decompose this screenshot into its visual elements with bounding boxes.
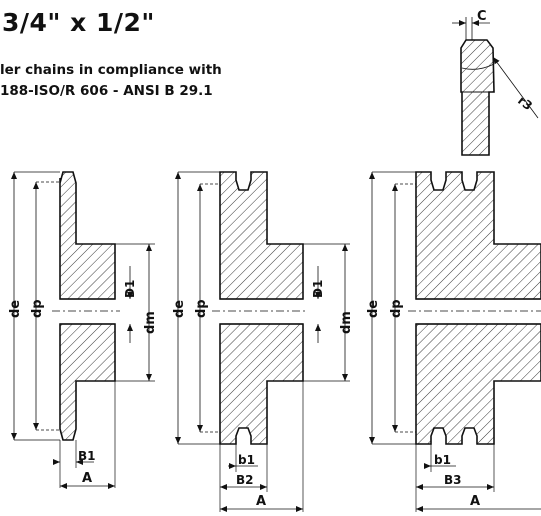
sprocket-triple-lower: [415, 323, 541, 445]
a-label-2: A: [256, 494, 266, 509]
sprocket-single-upper: [59, 171, 116, 300]
de-label-3: de: [366, 300, 381, 318]
d1-label-2: D1: [311, 280, 325, 298]
b2-label: B2: [236, 473, 254, 487]
de-label-1: de: [8, 300, 23, 318]
b1-lower-label-2: b1: [238, 453, 255, 467]
c-label: C: [477, 9, 487, 24]
b1-upper-label: B1: [78, 449, 96, 463]
d1-label-1: D1: [123, 280, 137, 298]
sprocket-single: de dp D1 dm B1 A: [8, 171, 158, 489]
sprocket-triple: de dp b1 B3 A: [366, 171, 541, 512]
page-title: 3/4" x 1/2": [2, 8, 155, 37]
b3-label: B3: [444, 473, 462, 487]
dm-label-2: dm: [339, 311, 354, 334]
subtitle-line-1: ler chains in compliance with: [0, 62, 222, 78]
dp-label-3: dp: [389, 299, 404, 318]
sprocket-single-lower: [59, 323, 116, 441]
dp-label-2: dp: [194, 299, 209, 318]
sprocket-double-lower: [219, 323, 304, 445]
a-label-1: A: [82, 471, 92, 486]
b1-lower-label-3: b1: [434, 453, 451, 467]
de-label-2: de: [172, 300, 187, 318]
a-label-3: A: [470, 494, 480, 509]
tooth-detail: C r3: [452, 9, 539, 156]
dm-label-1: dm: [143, 311, 158, 334]
dp-label-1: dp: [30, 299, 45, 318]
r3-label: r3: [515, 93, 535, 113]
sprocket-double-upper: [219, 171, 304, 300]
tooth-profile: [460, 39, 495, 156]
sprocket-double: de dp D1 dm b1 B2 A: [172, 171, 354, 512]
subtitle-line-2: 188-ISO/R 606 - ANSI B 29.1: [0, 83, 213, 99]
sprocket-triple-upper: [415, 171, 541, 300]
